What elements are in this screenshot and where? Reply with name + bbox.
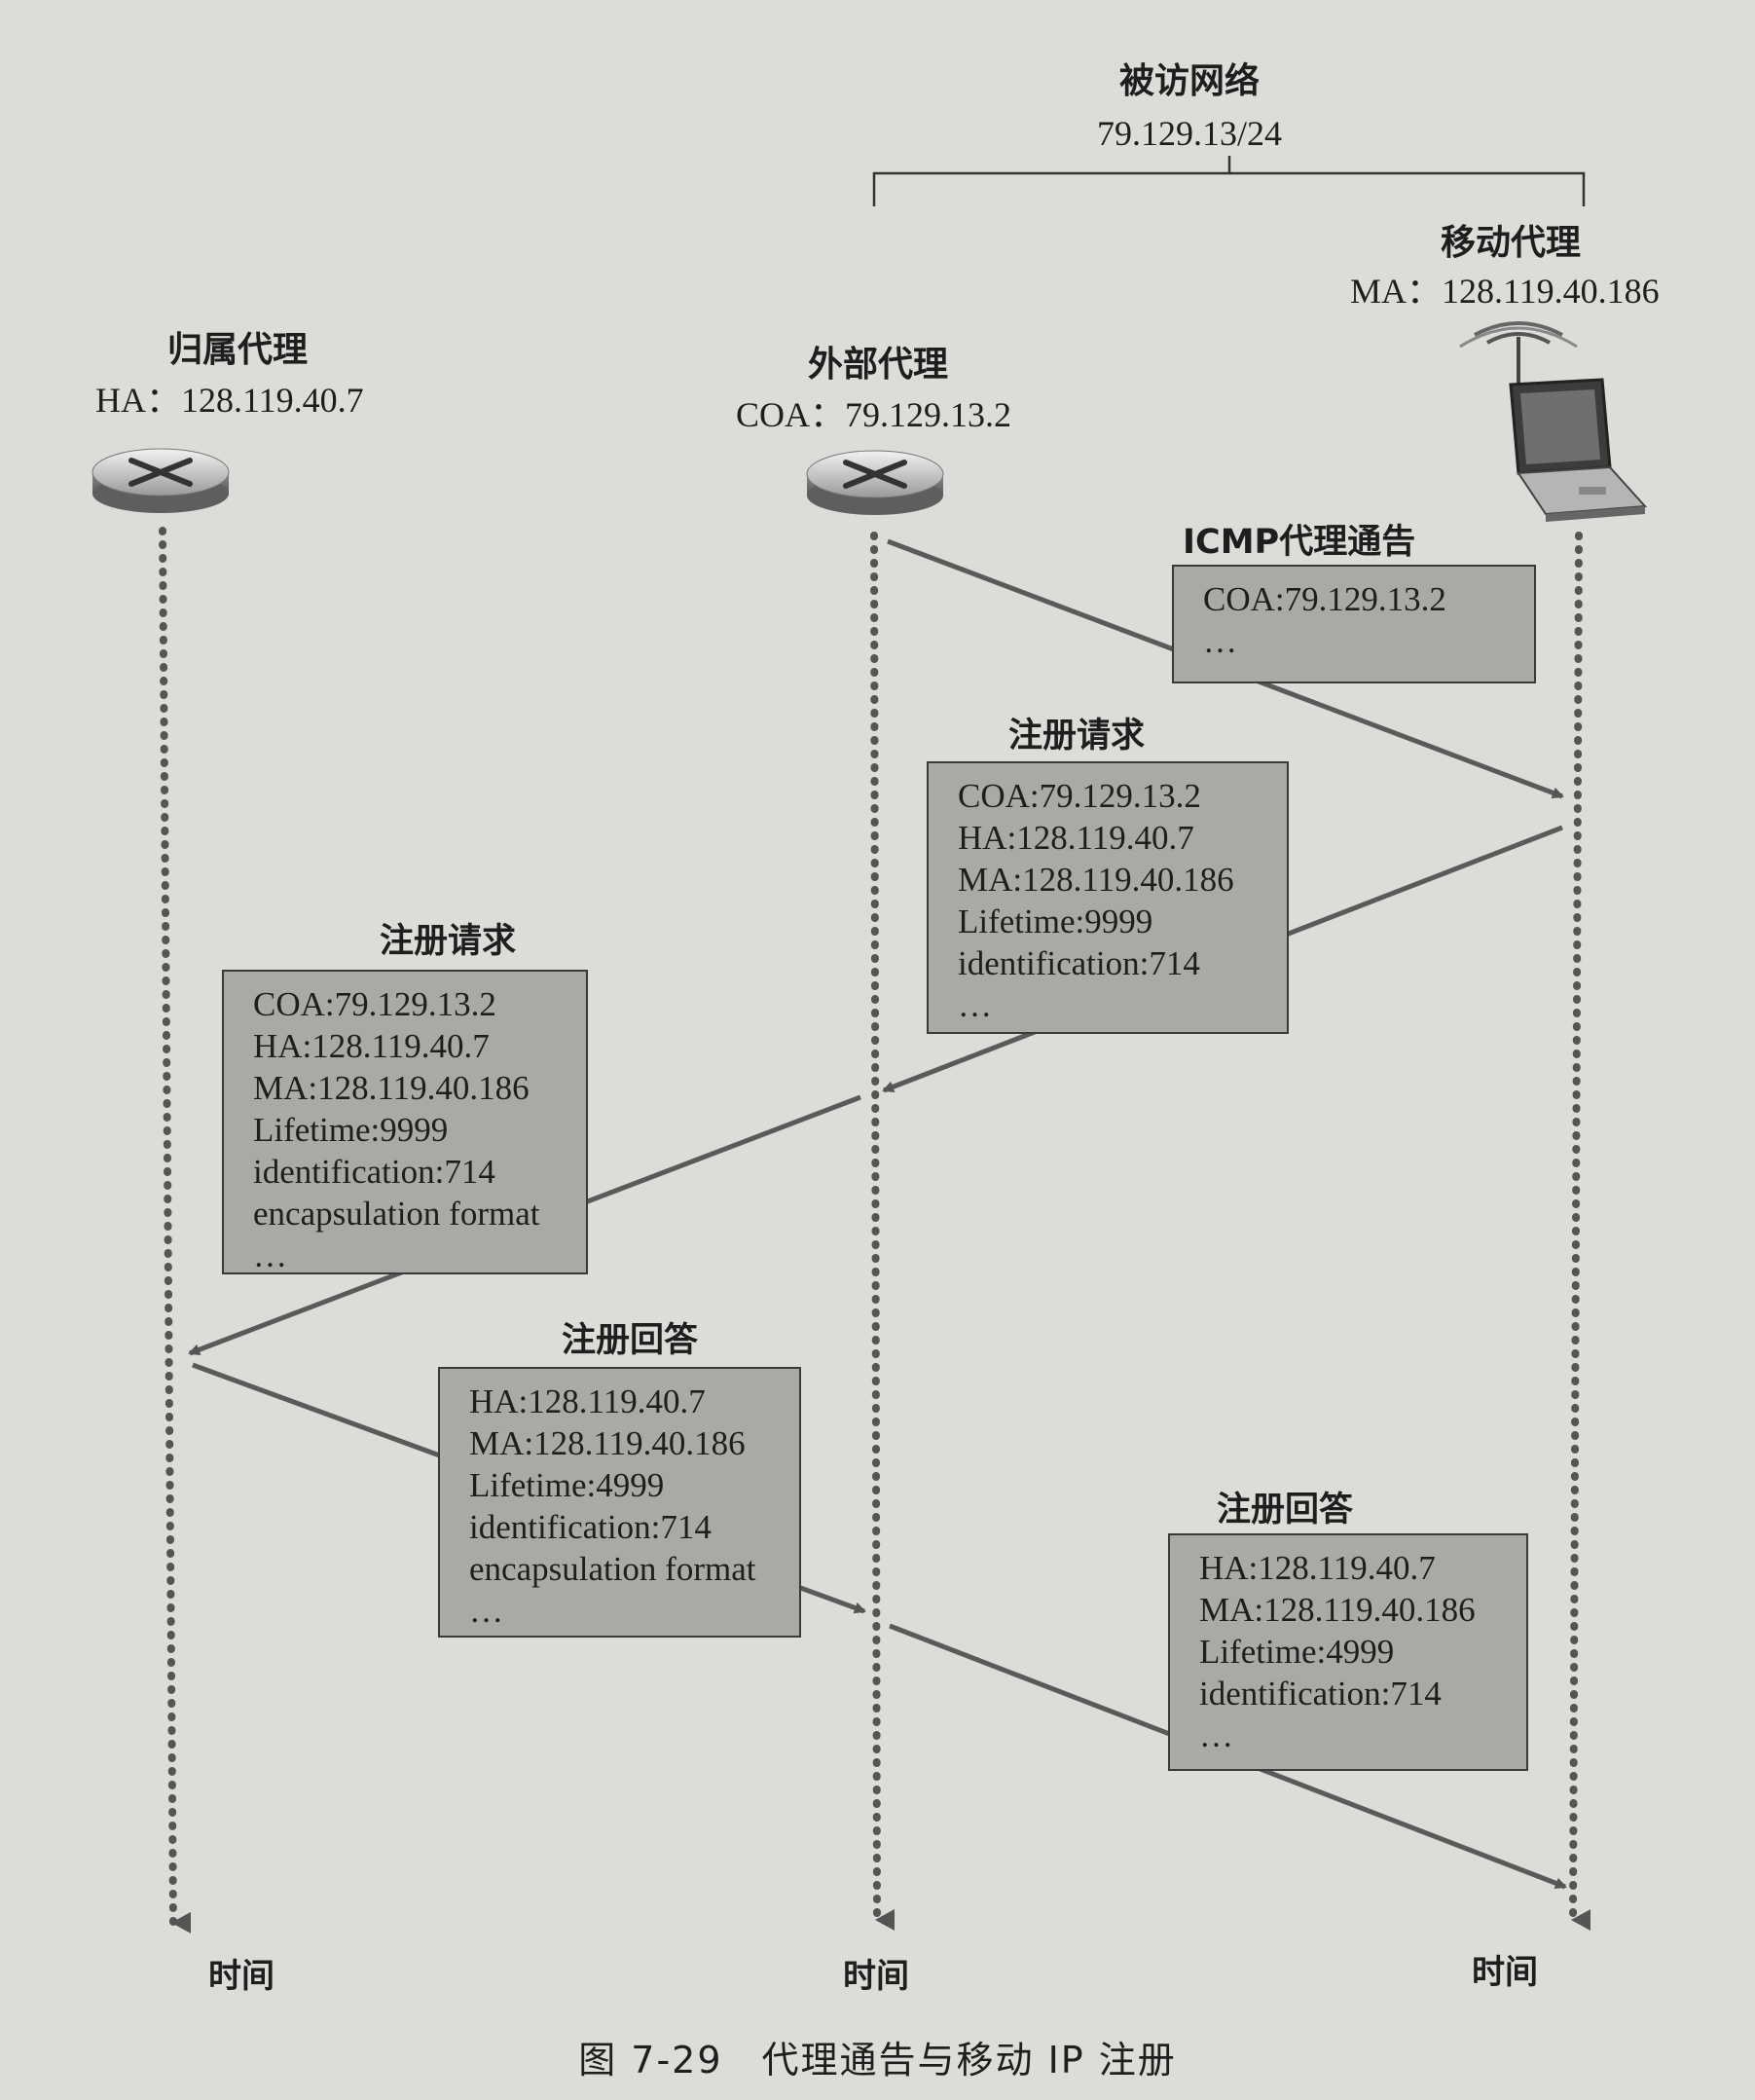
- home-agent-time-label: 时间: [208, 1957, 274, 1996]
- registration-request-2-title: 注册请求: [380, 922, 517, 961]
- foreign-agent-title: 外部代理: [808, 345, 949, 385]
- figure-caption: 图 7-29 代理通告与移动 IP 注册: [578, 2039, 1177, 2082]
- foreign-agent-router-icon: [806, 450, 944, 515]
- registration-reply-1-title: 注册回答: [562, 1321, 699, 1360]
- mobile-agent-time-label: 时间: [1472, 1953, 1538, 1992]
- registration-reply-1-box: HA:128.119.40.7 MA:128.119.40.186 Lifeti…: [438, 1367, 801, 1638]
- registration-request-2-box: COA:79.129.13.2 HA:128.119.40.7 MA:128.1…: [222, 970, 588, 1274]
- home-agent-title: 归属代理: [167, 330, 309, 370]
- mobile-agent-title: 移动代理: [1441, 223, 1582, 263]
- agent-advertisement-title: ICMP代理通告: [1183, 523, 1416, 562]
- home-agent-router-icon: [91, 448, 230, 513]
- agent-advertisement-box: COA:79.129.13.2 …: [1172, 565, 1536, 683]
- registration-request-1-box: COA:79.129.13.2 HA:128.119.40.7 MA:128.1…: [927, 761, 1289, 1034]
- mobile-agent-address: MA：128.119.40.186: [1350, 272, 1660, 311]
- registration-reply-2-box: HA:128.119.40.7 MA:128.119.40.186 Lifeti…: [1168, 1533, 1528, 1771]
- registration-reply-2-title: 注册回答: [1217, 1491, 1354, 1529]
- timelines: [159, 527, 1591, 1934]
- foreign-agent-address: COA：79.129.13.2: [736, 395, 1012, 434]
- mobile-laptop-icon: [1459, 321, 1648, 522]
- foreign-agent-time-label: 时间: [843, 1957, 909, 1996]
- visited-network-bracket: [872, 156, 1586, 206]
- home-agent-address: HA：128.119.40.7: [95, 381, 364, 420]
- registration-request-1-title: 注册请求: [1008, 717, 1146, 755]
- visited-network-title: 被访网络: [1119, 61, 1261, 101]
- visited-network-subnet: 79.129.13/24: [1097, 114, 1283, 153]
